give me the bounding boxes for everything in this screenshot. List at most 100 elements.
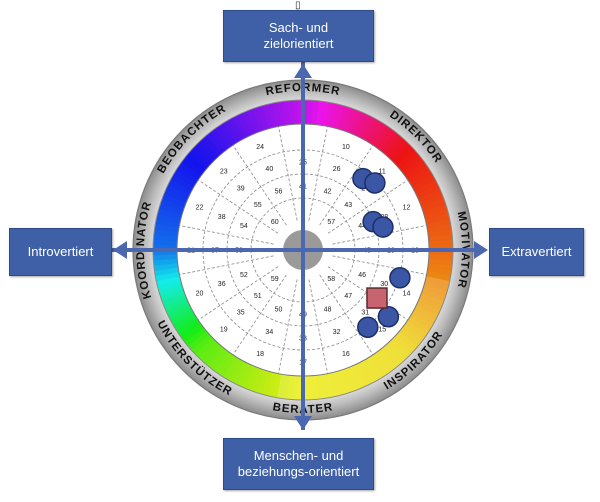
- color-band-segment: [270, 373, 282, 398]
- color-band-segment: [426, 218, 451, 229]
- wheel-number-inner: 44: [358, 223, 366, 230]
- color-band-segment: [350, 110, 365, 136]
- dashed-spoke: [319, 274, 374, 355]
- color-band-segment: [336, 369, 350, 395]
- color-band-segment: [165, 300, 190, 316]
- color-band-segment: [328, 372, 340, 397]
- color-band-segment: [175, 316, 199, 334]
- color-band-segment: [407, 166, 431, 184]
- color-band-segment: [276, 101, 287, 126]
- dashed-spoke: [179, 225, 274, 245]
- wheel-number-middle: 38: [218, 214, 226, 221]
- wheel-number-inner: 55: [254, 202, 262, 209]
- color-band-segment: [419, 193, 445, 208]
- color-band-segment: [231, 360, 248, 385]
- color-band-segment: [333, 104, 346, 130]
- color-band-segment: [210, 128, 230, 151]
- dashed-spoke: [278, 279, 298, 374]
- dashed-spoke: [232, 274, 287, 355]
- wheel-number-middle: 40: [265, 166, 273, 173]
- wheel-number-outer: 24: [256, 144, 264, 151]
- color-band-segment: [154, 266, 179, 277]
- color-band-segment: [206, 131, 227, 154]
- profile-marker-circle: [364, 172, 386, 194]
- color-band-segment: [341, 107, 356, 132]
- wheel-number-middle: 35: [237, 310, 245, 317]
- profile-marker-square: [366, 287, 388, 309]
- wheel-number-inner: 43: [344, 202, 352, 209]
- color-band-segment: [153, 228, 179, 237]
- dashed-spoke: [319, 145, 374, 226]
- color-band-segment: [324, 102, 336, 127]
- color-band-segment: [162, 192, 187, 207]
- color-band-segment: [241, 110, 257, 135]
- dashed-spoke: [327, 179, 408, 234]
- color-band-segment: [361, 359, 378, 383]
- wheel-number-center: 57: [327, 219, 335, 226]
- wheel-number-outer: 23: [220, 168, 228, 175]
- color-band-segment: [175, 165, 200, 184]
- color-band-segment: [286, 375, 295, 400]
- wheel-number-outer: 19: [220, 327, 228, 334]
- dashed-spoke: [232, 145, 287, 226]
- color-band-segment: [184, 326, 207, 347]
- color-band-segment: [237, 112, 253, 137]
- color-band-segment: [393, 334, 415, 355]
- color-band-segment: [424, 208, 449, 221]
- color-band-segment: [188, 148, 210, 170]
- arrow-right: [474, 241, 488, 259]
- color-band-segment: [205, 345, 226, 369]
- wheel-number-middle: 32: [333, 329, 341, 336]
- color-band-segment: [419, 293, 444, 308]
- dashed-spoke: [198, 266, 279, 321]
- color-band-segment: [245, 366, 260, 391]
- color-band-segment: [401, 324, 425, 344]
- color-band-segment: [223, 119, 241, 144]
- dashed-spoke: [308, 126, 328, 221]
- profile-marker-circle: [372, 216, 394, 238]
- color-band-segment: [389, 337, 411, 359]
- color-band-segment: [409, 170, 434, 188]
- wheel-number-center: 58: [327, 276, 335, 283]
- wheel-number-outer: 14: [403, 290, 411, 297]
- color-band-segment: [369, 354, 387, 378]
- color-band-segment: [195, 141, 217, 163]
- color-band-segment: [320, 101, 331, 127]
- color-band-segment: [415, 301, 441, 317]
- color-band-segment: [209, 348, 229, 372]
- arrow-left: [113, 241, 127, 259]
- color-band-segment: [154, 222, 180, 233]
- color-band-segment: [390, 142, 412, 164]
- color-band-segment: [168, 178, 193, 195]
- wheel-number-outer: 18: [256, 351, 264, 358]
- color-band-segment: [380, 131, 401, 155]
- color-band-segment: [373, 125, 393, 149]
- color-band-segment: [332, 371, 345, 396]
- color-band-segment: [358, 115, 375, 140]
- wheel-number-outer: 11: [379, 168, 386, 175]
- color-band-segment: [202, 134, 223, 157]
- color-band-segment: [426, 271, 451, 283]
- color-band-segment: [427, 223, 452, 234]
- color-band-segment: [219, 122, 237, 146]
- color-band-segment: [201, 343, 223, 365]
- color-band-segment: [399, 153, 422, 174]
- color-band-segment: [181, 323, 204, 343]
- arrow-down: [294, 416, 312, 430]
- color-band-segment: [396, 149, 419, 170]
- color-band-segment: [416, 184, 441, 200]
- wheel-number-inner: 50: [275, 307, 283, 314]
- color-band-segment: [422, 284, 448, 298]
- color-band-segment: [158, 283, 184, 297]
- color-band-segment: [153, 233, 178, 242]
- wheel-number-outer: 12: [403, 205, 411, 212]
- color-band-segment: [376, 349, 396, 372]
- color-band-segment: [354, 112, 370, 138]
- color-band-segment: [157, 279, 182, 292]
- color-band-segment: [311, 100, 320, 125]
- wheel-number-inner: 42: [324, 188, 332, 195]
- color-band-segment: [241, 364, 256, 390]
- color-band-segment: [266, 103, 278, 128]
